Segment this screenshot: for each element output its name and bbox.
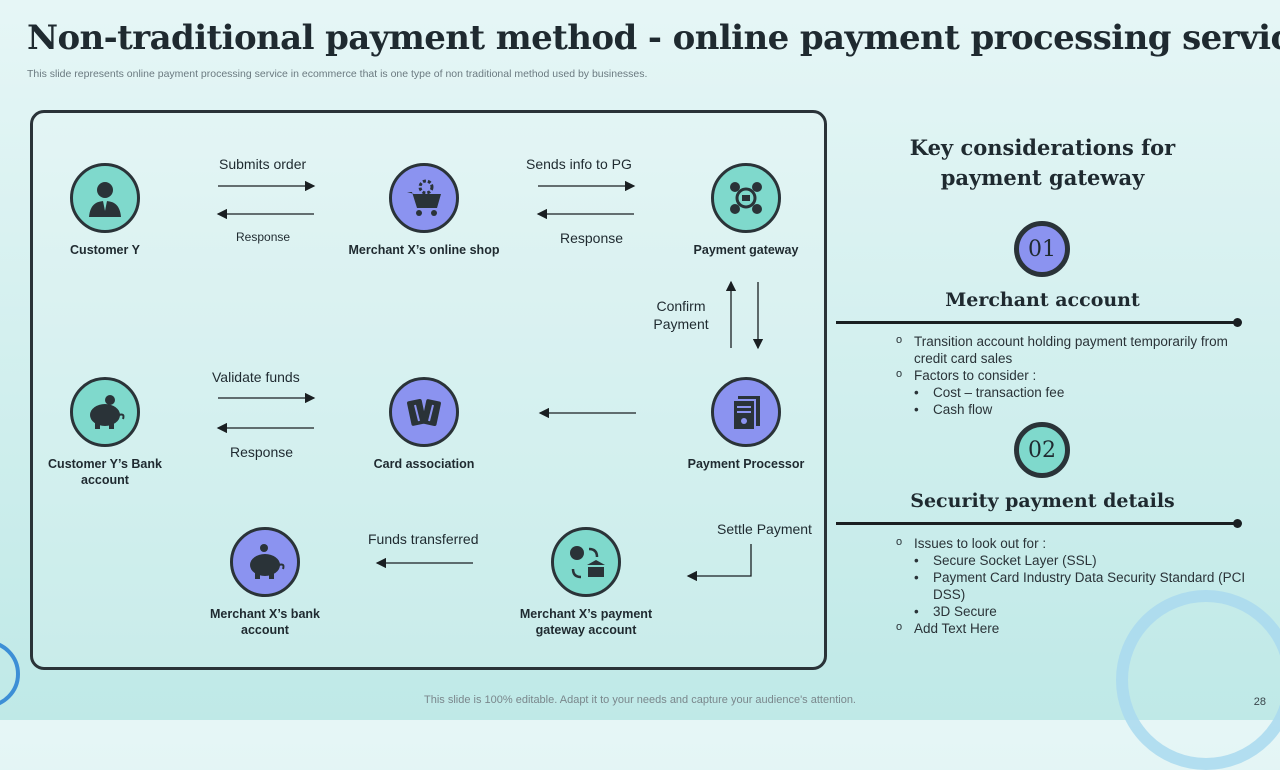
node-label: Customer Y: [70, 243, 140, 257]
piggy-bank-icon: [230, 527, 300, 597]
sub-list-item: Secure Socket Layer (SSL): [896, 552, 1246, 569]
label-submits-order: Submits order: [219, 156, 307, 172]
list-item: Issues to look out for :: [896, 534, 1246, 552]
sub-list-item: 3D Secure: [896, 603, 1246, 620]
node-label: Customer Y’s Bank account: [48, 457, 162, 487]
document-icon: [711, 377, 781, 447]
label-confirm-payment: Confirm Payment: [653, 298, 709, 332]
sub-list-item: Payment Card Industry Data Security Stan…: [896, 569, 1246, 603]
label-response-2: Response: [560, 230, 624, 246]
merchant-account-list: Transition account holding payment tempo…: [896, 332, 1246, 418]
list-item: Factors to consider :: [896, 366, 1246, 384]
payment-network-icon: [711, 163, 781, 233]
money-transfer-icon: [551, 527, 621, 597]
page-subtitle: This slide represents online payment pro…: [27, 68, 648, 80]
arrow-settle-payment: [686, 544, 752, 582]
considerations-title: Key considerations for payment gateway: [909, 135, 1176, 190]
node-label: Merchant X’s payment gateway account: [519, 607, 653, 637]
label-sends-info: Sends info to PG: [526, 156, 632, 172]
sub-list-item: Cash flow: [896, 401, 1246, 418]
node-payment-processor: Payment Processor: [666, 377, 826, 472]
list-item: Add Text Here: [896, 619, 1246, 637]
label-response-3: Response: [230, 444, 294, 460]
node-merchant-shop: Merchant X’s online shop: [344, 163, 504, 258]
label-settle-payment: Settle Payment: [717, 521, 812, 537]
flow-arrows: [216, 180, 764, 582]
node-merchant-pg-account: Merchant X’s payment gateway account: [506, 527, 666, 638]
node-label: Merchant X’s online shop: [348, 243, 500, 257]
piggy-bank-icon: [70, 377, 140, 447]
label-validate-funds: Validate funds: [212, 369, 300, 385]
section-divider: [836, 522, 1238, 525]
node-customer: Customer Y: [25, 163, 185, 258]
footer-note: This slide is 100% editable. Adapt it to…: [424, 694, 856, 706]
node-merchant-bank: Merchant X’s bank account: [185, 527, 345, 638]
node-label: Card association: [373, 457, 475, 471]
node-card-association: Card association: [344, 377, 504, 472]
customer-icon: [70, 163, 140, 233]
list-item: Transition account holding payment tempo…: [896, 332, 1246, 367]
node-label: Payment Processor: [687, 457, 805, 471]
divider-dot: [1233, 519, 1242, 528]
node-label: Merchant X’s bank account: [210, 607, 320, 637]
page-number: 28: [1253, 696, 1266, 708]
label-funds-transferred: Funds transferred: [368, 531, 479, 547]
security-details-list: Issues to look out for : Secure Socket L…: [896, 534, 1246, 637]
divider-dot: [1233, 318, 1242, 327]
section-title-security-payment: Security payment details: [910, 490, 1175, 512]
sub-list-item: Cost – transaction fee: [896, 384, 1246, 401]
node-customer-bank: Customer Y’s Bank account: [25, 377, 185, 488]
node-label: Payment gateway: [693, 243, 799, 257]
section-number-01: 01: [1014, 221, 1070, 277]
section-title-merchant-account: Merchant account: [945, 289, 1140, 311]
page-title: Non-traditional payment method - online …: [27, 18, 1280, 58]
cards-icon: [389, 377, 459, 447]
node-payment-gateway: Payment gateway: [666, 163, 826, 258]
section-divider: [836, 321, 1238, 324]
label-response-1: Response: [236, 230, 291, 244]
section-number-02: 02: [1014, 422, 1070, 478]
shopping-cart-icon: [389, 163, 459, 233]
